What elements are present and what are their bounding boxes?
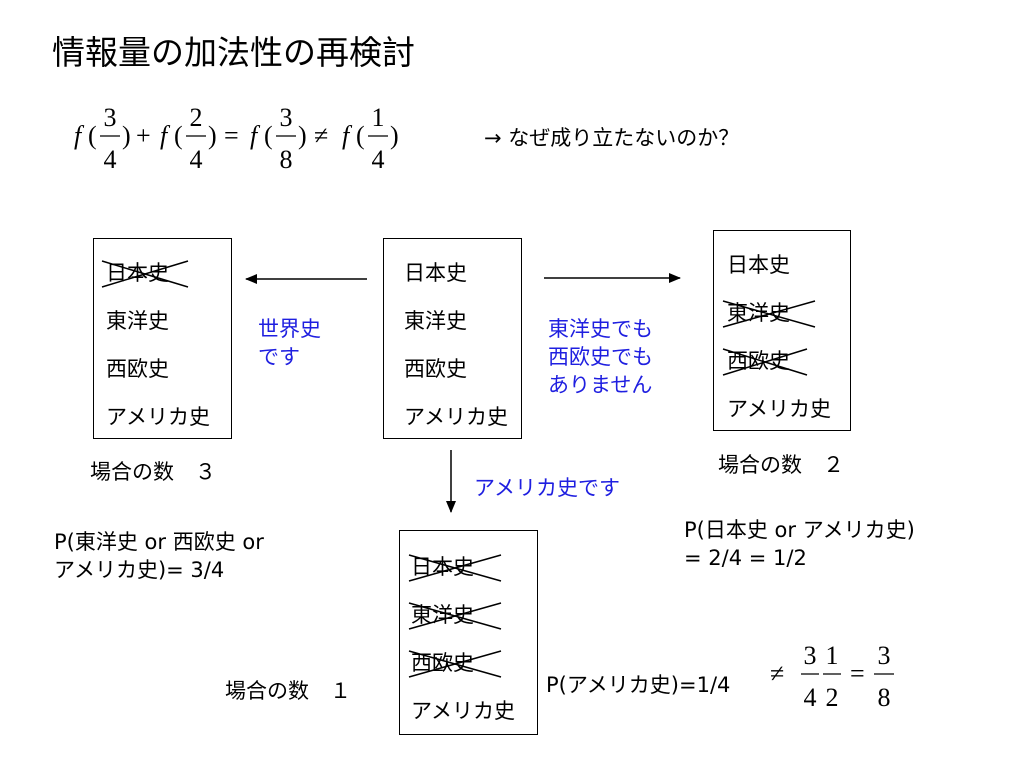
question-text: → なぜ成り立たないのか？ [484,126,740,150]
formula-close-4: ) [390,121,399,150]
formula-open-3: ( [264,121,273,150]
american-history-box: 日本史 東洋史 西欧史 アメリカ史 [399,530,538,735]
formula-den-4: 4 [372,145,385,174]
probability-right: P(日本史 or アメリカ史) = 2/4 = 1/2 [684,518,915,570]
list-item: 西欧史 [106,357,169,381]
final-num-1: 3 [804,641,817,670]
probability-left: P(東洋史 or 西欧史 or アメリカ史)= 3/4 [54,530,264,582]
list-item: 東洋史 [404,309,467,333]
final-num-2: 1 [826,641,839,670]
formula-neq: ≠ [314,121,328,150]
list-item: アメリカ史 [727,397,831,421]
final-den-1: 4 [804,683,817,712]
final-expression: ≠ 3 4 1 2 = 3 8 [770,636,900,716]
list-item: 東洋史 [106,309,169,333]
formula-plus: + [136,121,151,150]
list-item: 西欧史 [404,357,467,381]
list-item: 日本史 [408,543,537,591]
hint-not-east-west: 東洋史でも 西欧史でも ありません [548,317,653,397]
probability-bottom: P(アメリカ史)=1/4 [546,673,731,697]
list-item: 東洋史 [408,591,537,639]
formula-open-2: ( [174,121,183,150]
hint-world-history: 世界史 です [258,317,321,369]
list-item: 日本史 [727,253,790,277]
formula-den-3: 8 [280,145,293,174]
formula-f-3: f [250,121,261,150]
formula-f-2: f [160,121,171,150]
formula-f-4: f [342,121,353,150]
final-equals: = [850,659,865,688]
list-item: 西欧史 [722,337,850,385]
hint-american-history: アメリカ史です [474,476,620,500]
formula-equals: = [224,121,239,150]
not-east-west-box: 日本史 東洋史 西欧史 アメリカ史 [713,230,851,431]
formula-f-1: f [74,121,85,150]
formula-open-4: ( [356,121,365,150]
list-item: アメリカ史 [106,405,210,429]
formula-close-2: ) [208,121,217,150]
slide-title: 情報量の加法性の再検討 [52,33,415,72]
count-left: 場合の数 ３ [90,460,216,484]
list-item: アメリカ史 [411,699,515,723]
formula-close-3: ) [298,121,307,150]
count-bottom: 場合の数 １ [225,679,351,703]
list-item: 西欧史 [408,639,537,687]
list-item: 東洋史 [722,289,850,337]
final-den-3: 8 [878,683,891,712]
final-neq: ≠ [770,659,784,688]
formula-num-3: 3 [280,103,293,132]
list-item: 日本史 [404,261,467,285]
all-subjects-box: 日本史 東洋史 西欧史 アメリカ史 [383,238,522,439]
list-item: アメリカ史 [404,405,508,429]
count-right: 場合の数 ２ [718,453,844,477]
formula-num-1: 3 [104,103,117,132]
additivity-formula: f ( 3 4 ) + f ( 2 4 ) = f ( 3 8 ) ≠ f ( … [74,96,474,180]
formula-open-1: ( [88,121,97,150]
list-item: 日本史 [101,249,231,297]
formula-den-1: 4 [104,145,117,174]
formula-den-2: 4 [190,145,203,174]
world-history-box: 日本史 東洋史 西欧史 アメリカ史 [93,238,232,439]
final-den-2: 2 [826,683,839,712]
formula-close-1: ) [122,121,131,150]
formula-num-2: 2 [190,103,203,132]
formula-num-4: 1 [372,103,385,132]
final-num-3: 3 [878,641,891,670]
